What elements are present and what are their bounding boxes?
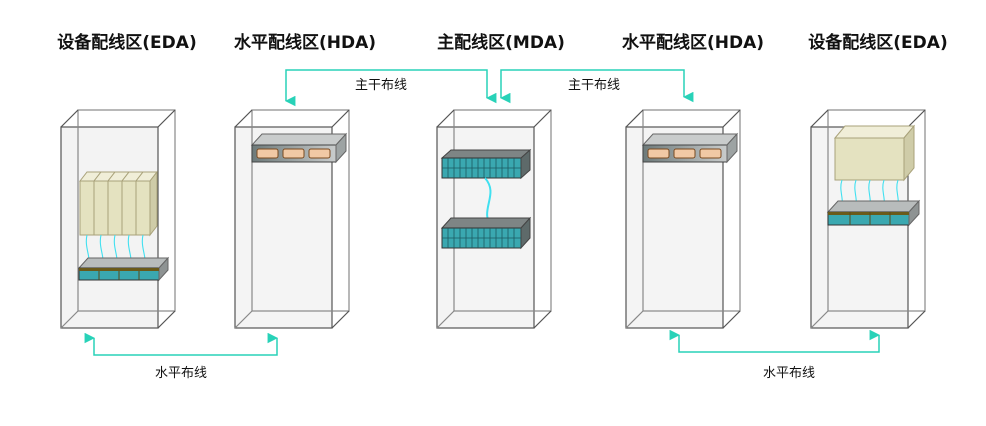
backbone-cabling-label-right: 主干布线 [567,78,621,93]
patch-panel-hda-left [250,132,348,164]
switch-mda-lower [440,216,532,250]
patch-panel-hda-right [641,132,739,164]
horizontal-arrow-right [669,329,881,353]
equipment-servers-eda-left [78,170,159,237]
zone-title-hda-right: 水平配线区(HDA) [621,33,765,53]
horizontal-arrow-left [84,332,279,356]
switch-eda-left [77,256,170,282]
backbone-cabling-label-left: 主干布线 [354,78,408,93]
zone-title-mda: 主配线区(MDA) [437,33,565,53]
zone-title-eda-left: 设备配线区(EDA) [57,33,197,53]
switch-mda-upper [440,148,532,180]
equipment-server-eda-right [833,124,916,182]
backbone-arrow-right [499,69,694,104]
zone-title-hda-left: 水平配线区(HDA) [233,33,377,53]
backbone-arrow-left [284,69,497,107]
horizontal-cabling-label-left: 水平布线 [154,366,208,381]
horizontal-cabling-label-right: 水平布线 [762,366,816,381]
zone-title-eda-right: 设备配线区(EDA) [808,33,948,53]
switch-eda-right [826,199,921,227]
